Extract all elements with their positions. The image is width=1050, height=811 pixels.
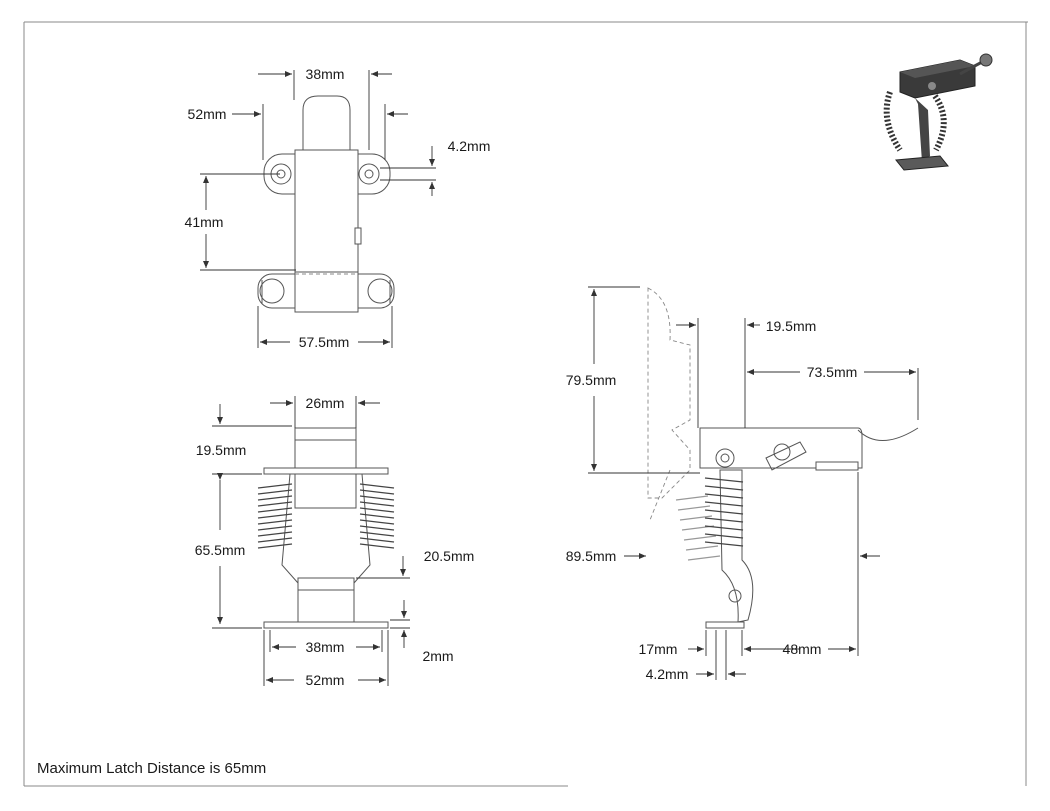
dim-front-offset-20-5: 20.5mm <box>424 548 475 564</box>
dim-side-hole-4-2: 4.2mm <box>646 666 689 682</box>
dim-top-width-38: 38mm <box>306 66 345 82</box>
dim-front-height-65-5: 65.5mm <box>195 542 246 558</box>
front-view <box>257 427 395 629</box>
dim-front-base-38: 38mm <box>306 639 345 655</box>
right-spring <box>359 483 395 549</box>
left-spring <box>257 483 293 549</box>
top-view <box>257 95 395 313</box>
dim-side-base-48: 48mm <box>783 641 822 657</box>
dim-top-width-57-5: 57.5mm <box>299 334 350 350</box>
dim-front-base-2: 2mm <box>422 648 453 664</box>
latch-distance-note: Maximum Latch Distance is 65mm <box>37 760 267 777</box>
side-spring <box>704 477 744 547</box>
dim-front-width-26: 26mm <box>306 395 345 411</box>
dim-side-height-79-5: 79.5mm <box>566 372 617 388</box>
dim-top-width-52: 52mm <box>188 106 227 122</box>
front-view-dimensions <box>212 396 410 686</box>
top-view-dimensions <box>200 70 436 348</box>
side-view <box>647 287 919 629</box>
side-view-dimensions <box>588 286 919 680</box>
dim-side-length-73-5: 73.5mm <box>807 364 858 380</box>
dim-top-height-41: 41mm <box>185 214 224 230</box>
dim-front-height-19-5: 19.5mm <box>196 442 247 458</box>
dim-side-base-17: 17mm <box>639 641 678 657</box>
dim-front-base-52: 52mm <box>306 672 345 688</box>
isometric-preview <box>883 53 993 171</box>
dim-side-height-89-5: 89.5mm <box>566 548 617 564</box>
drawing-border <box>23 21 1028 787</box>
dim-top-hole-4-2: 4.2mm <box>448 138 491 154</box>
dim-side-offset-19-5: 19.5mm <box>766 318 817 334</box>
